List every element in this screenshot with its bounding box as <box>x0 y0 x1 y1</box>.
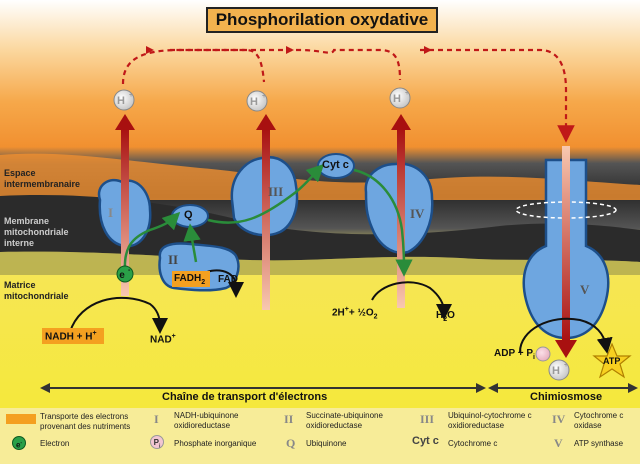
svg-text:e: e <box>119 270 125 281</box>
proton-i: H + <box>113 89 135 111</box>
dashed-path-2 <box>170 48 402 81</box>
proton-arrow-iii <box>262 128 270 310</box>
label-chemio: Chimiosmose <box>530 391 603 403</box>
label-complex-i: I <box>108 205 114 220</box>
label-chain: Chaîne de transport d'électrons <box>162 391 328 403</box>
svg-text:H: H <box>552 365 560 377</box>
label-nadh: NADH + H+ <box>45 330 97 343</box>
proton-iii: H + <box>246 90 268 112</box>
legend-nutrients-swatch <box>6 414 36 424</box>
legend-electron-icon: e- <box>12 436 26 450</box>
electron-path-2 <box>207 163 325 224</box>
dashed-head-2 <box>286 46 294 54</box>
label-intermembrane: Espace intermembranaire <box>4 168 81 189</box>
legend-key-iii: III <box>420 412 435 426</box>
legend-key-q: Q <box>286 436 296 450</box>
legend-text-q: Ubiquinone <box>306 439 347 448</box>
label-matrix: Matrice mitochondriale <box>4 280 69 301</box>
svg-text:+: + <box>262 93 266 100</box>
pi-circle <box>535 346 551 362</box>
legend-text-iii: Ubiquinol-cytochrome c oxidioreductase <box>448 411 532 430</box>
electron-path-1 <box>123 211 181 271</box>
page-title: Phosphorilation oxydative <box>206 7 438 33</box>
svg-text:H: H <box>393 93 401 105</box>
proton-v: H + <box>548 359 570 381</box>
legend-nutrients-text: Transporte des electrons provenant des n… <box>40 412 131 431</box>
chemio-arrow-right <box>628 383 638 393</box>
intermembrane-edge <box>0 153 640 200</box>
label-complex-iv: IV <box>410 206 425 221</box>
dashed-path-3 <box>420 48 575 143</box>
legend-key-iv: IV <box>552 412 566 426</box>
nadh-box <box>42 328 104 344</box>
legend-text-v: ATP synthase <box>574 439 624 448</box>
proton-arrowhead-v <box>555 340 577 358</box>
legend-key-ii: II <box>284 412 294 426</box>
proton-arrow-i <box>121 128 129 296</box>
svg-text:+: + <box>129 92 133 99</box>
oxygen-reaction-arrow <box>371 281 452 320</box>
legend: Transporte des electrons provenant des n… <box>0 408 640 464</box>
dashed-head-1 <box>146 46 154 54</box>
label-cytc: Cyt c <box>322 159 349 171</box>
proton-arrow-v <box>562 146 570 342</box>
svg-text:+: + <box>405 90 409 97</box>
label-membrane: Membrane mitochondriale interne <box>4 216 69 248</box>
legend-text-ii: Succinate-ubiquinone oxidioreductase <box>306 411 383 430</box>
label-complex-ii: II <box>168 252 179 267</box>
label-q: Q <box>184 209 193 221</box>
electron-marker: e - <box>116 265 134 283</box>
atp-star <box>592 342 632 379</box>
chemio-arrow-left <box>488 383 498 393</box>
legend-key-v: V <box>554 436 563 450</box>
fadh2-box <box>172 271 210 287</box>
atp-reaction-arrow <box>519 317 613 354</box>
label-nad: NAD+ <box>150 333 176 346</box>
label-adp: ADP + Pi <box>494 348 535 361</box>
label-water: H2O <box>436 310 455 323</box>
proton-arrowhead-i <box>115 114 135 130</box>
electron-path-ii <box>183 223 201 263</box>
svg-text:+: + <box>564 362 568 369</box>
legend-electron-text: Electron <box>40 439 70 448</box>
legend-text-cytc: Cytochrome c <box>448 439 498 448</box>
legend-key-i: I <box>154 412 159 426</box>
legend-phosphate-icon: Pi <box>150 435 164 450</box>
nadh-reaction-arrow <box>69 296 168 334</box>
svg-text:H: H <box>117 95 125 107</box>
svg-text:H: H <box>250 96 258 108</box>
proton-iv: H + <box>389 87 411 109</box>
chain-arrow-left <box>40 383 50 393</box>
legend-text-iv: Cytochrome c oxidase <box>574 411 624 430</box>
label-complex-v: V <box>580 282 590 297</box>
label-oxygen: 2H++ ½O2 <box>332 306 378 321</box>
proton-arrowhead-iii <box>256 114 276 130</box>
dashed-head-3 <box>424 46 432 54</box>
label-fadh2: FADH2 <box>174 273 206 286</box>
proton-arrowhead-iv <box>391 114 411 130</box>
legend-phosphate-text: Phosphate inorganique <box>174 439 257 448</box>
label-atp: ATP <box>603 356 621 366</box>
electron-path-3 <box>353 168 413 277</box>
label-fad: FAD <box>218 274 238 285</box>
label-complex-iii: III <box>268 184 284 199</box>
proton-arrow-iv <box>397 128 405 308</box>
chain-arrow-right <box>476 383 486 393</box>
legend-key-cytc: Cyt c <box>412 435 439 447</box>
membrane-band <box>0 195 640 262</box>
legend-text-i: NADH-ubiquinone oxidioreductase <box>174 411 239 430</box>
svg-text:-: - <box>128 267 131 274</box>
